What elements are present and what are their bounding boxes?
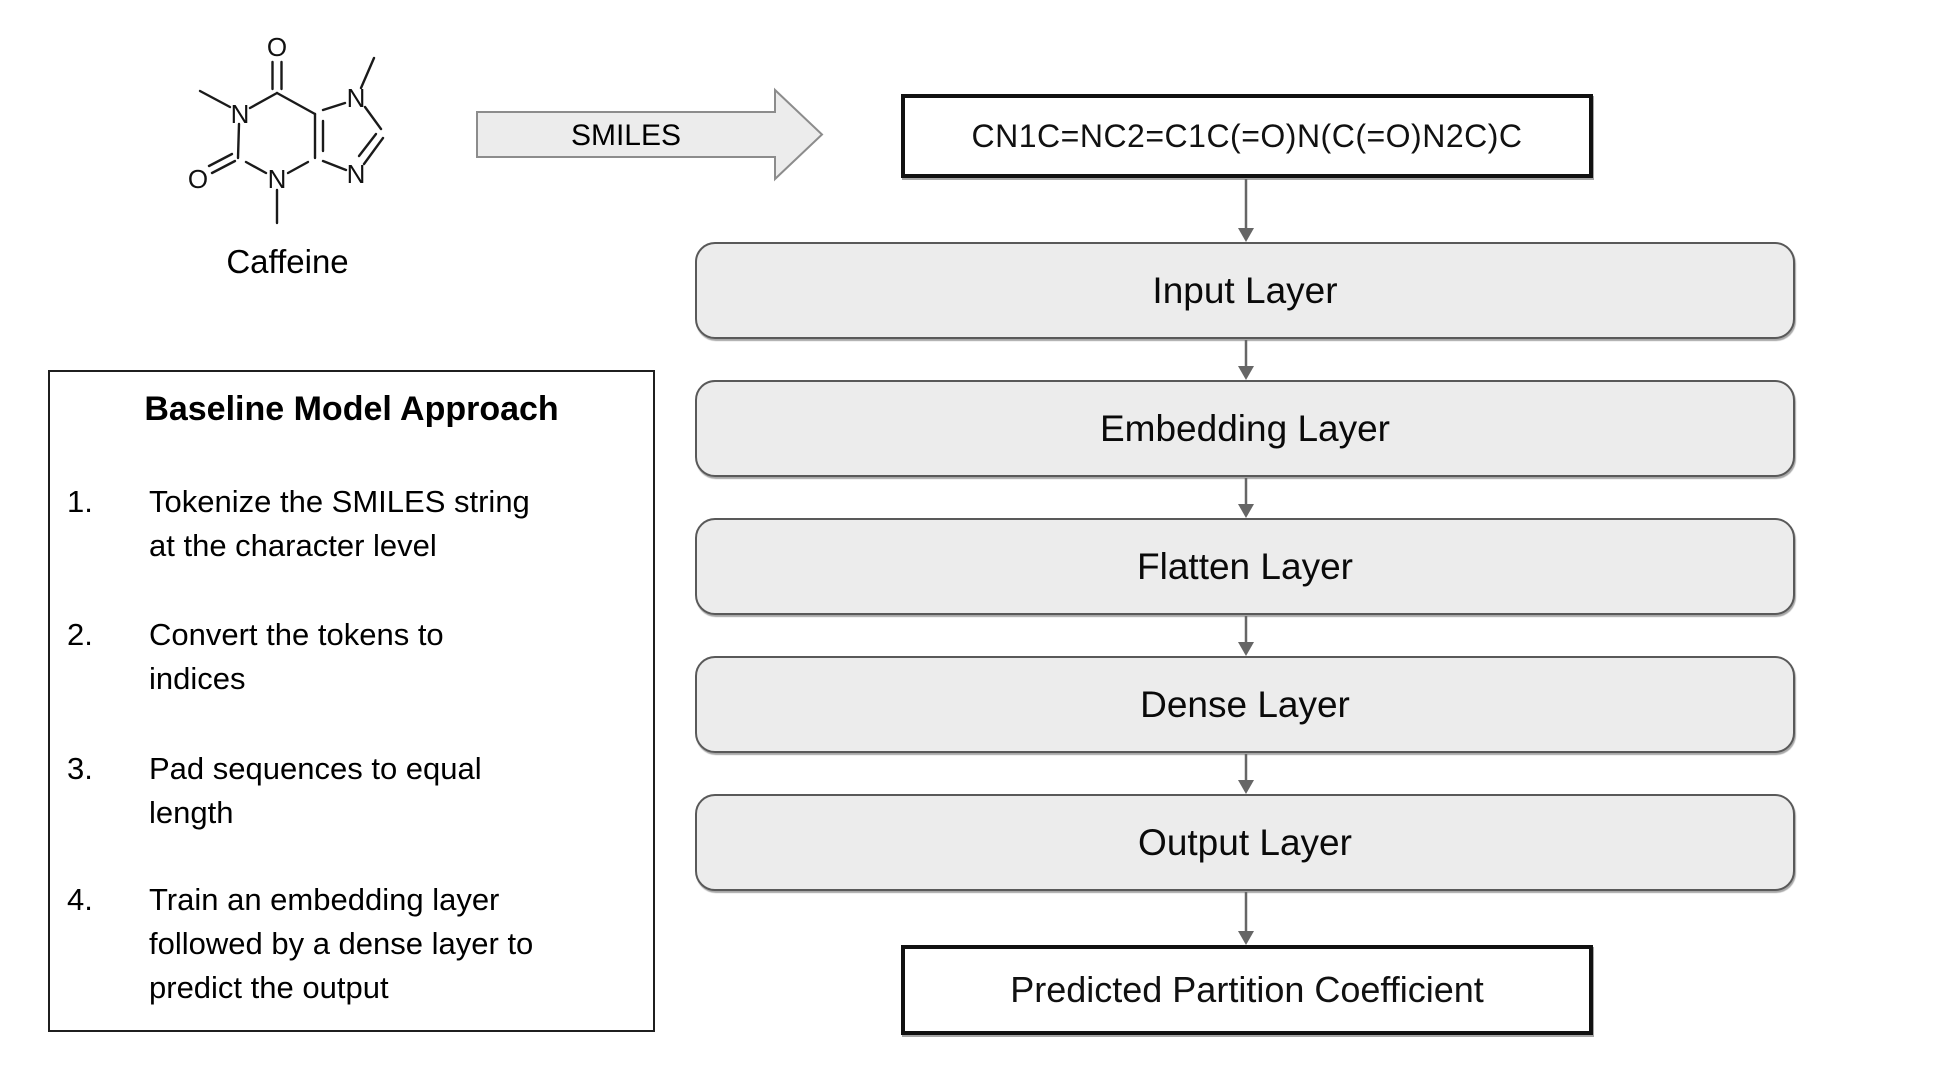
step-number: 1. [67, 484, 93, 519]
step-text: Tokenize the SMILES string at the charac… [149, 484, 530, 563]
step-text: Convert the tokens to indices [149, 617, 444, 696]
step-number: 3. [67, 751, 93, 786]
dense-layer-label: Dense Layer [1140, 683, 1350, 725]
bond-lines [198, 56, 385, 225]
down-arrow-icon [1238, 340, 1254, 380]
predicted-result-label: Predicted Partition Coefficient [1010, 969, 1484, 1010]
atom-labels: O N O N N N [188, 32, 366, 194]
down-arrow-icon [1238, 616, 1254, 656]
atom-o2: O [188, 164, 208, 194]
flow-box-dense-layer: Dense Layer [695, 656, 1795, 753]
caffeine-structure-image: O N O N N N [188, 32, 385, 225]
block-arrow-shape [476, 87, 824, 182]
panel-title: Baseline Model Approach [144, 390, 559, 428]
step-text: Pad sequences to equal length [149, 751, 482, 830]
flow-box-output-layer: Output Layer [695, 794, 1795, 891]
atom-n1: N [231, 99, 250, 129]
step-number: 2. [67, 617, 93, 652]
atom-n3: N [268, 164, 287, 194]
smiles-arrow-label: SMILES [570, 119, 682, 152]
flow-connector-arrows [1238, 179, 1254, 945]
smiles-block-arrow [476, 87, 824, 182]
atom-o-top: O [267, 32, 287, 62]
baseline-approach-panel: Baseline Model Approach 1. Tokenize the … [48, 370, 655, 1032]
step-text: Train an embedding layer followed by a d… [149, 882, 534, 1005]
output-layer-label: Output Layer [1138, 821, 1352, 863]
predicted-result-box: Predicted Partition Coefficient [901, 945, 1593, 1035]
smiles-string-text: CN1C=NC2=C1C(=O)N(C(=O)N2C)C [971, 117, 1523, 154]
down-arrow-icon [1238, 892, 1254, 945]
molecule-name-label: Caffeine [226, 243, 349, 280]
flatten-layer-label: Flatten Layer [1137, 545, 1353, 587]
down-arrow-icon [1238, 478, 1254, 518]
atom-n7: N [347, 83, 366, 113]
step-number: 4. [67, 882, 93, 917]
flow-box-input-layer: Input Layer [695, 242, 1795, 339]
flow-box-embedding-layer: Embedding Layer [695, 380, 1795, 477]
embedding-layer-label: Embedding Layer [1099, 407, 1391, 449]
input-layer-label: Input Layer [1152, 269, 1338, 311]
atom-n9: N [347, 159, 366, 189]
down-arrow-icon [1238, 179, 1254, 242]
smiles-string-box: CN1C=NC2=C1C(=O)N(C(=O)N2C)C [901, 94, 1593, 178]
down-arrow-icon [1238, 754, 1254, 794]
flow-box-flatten-layer: Flatten Layer [695, 518, 1795, 615]
